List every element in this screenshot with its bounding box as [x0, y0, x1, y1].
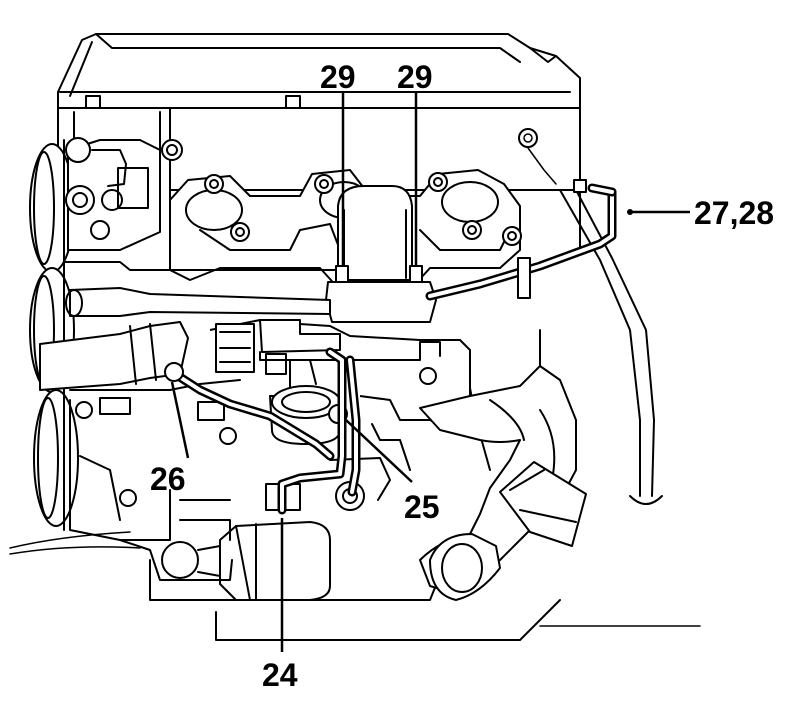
leader-lines — [170, 92, 690, 652]
leader-26 — [170, 381, 190, 459]
callout-27-28: 27,28 — [694, 195, 774, 231]
callout-labels: 29 29 27,28 26 25 24 — [150, 59, 774, 693]
thermostat-housing — [65, 137, 183, 251]
leader-25 — [345, 419, 413, 483]
callout-29-left: 29 — [320, 59, 356, 95]
callout-29-right: 29 — [397, 59, 433, 95]
callout-24: 24 — [262, 657, 298, 693]
intake-hose — [419, 365, 587, 601]
callout-25: 25 — [404, 489, 440, 525]
valve-cover — [57, 33, 581, 109]
egr-pipe — [325, 185, 437, 323]
callout-26: 26 — [150, 461, 186, 497]
dipstick-tube — [559, 179, 663, 505]
coolant-hose — [39, 287, 331, 391]
vacuum-hoses — [164, 183, 617, 515]
